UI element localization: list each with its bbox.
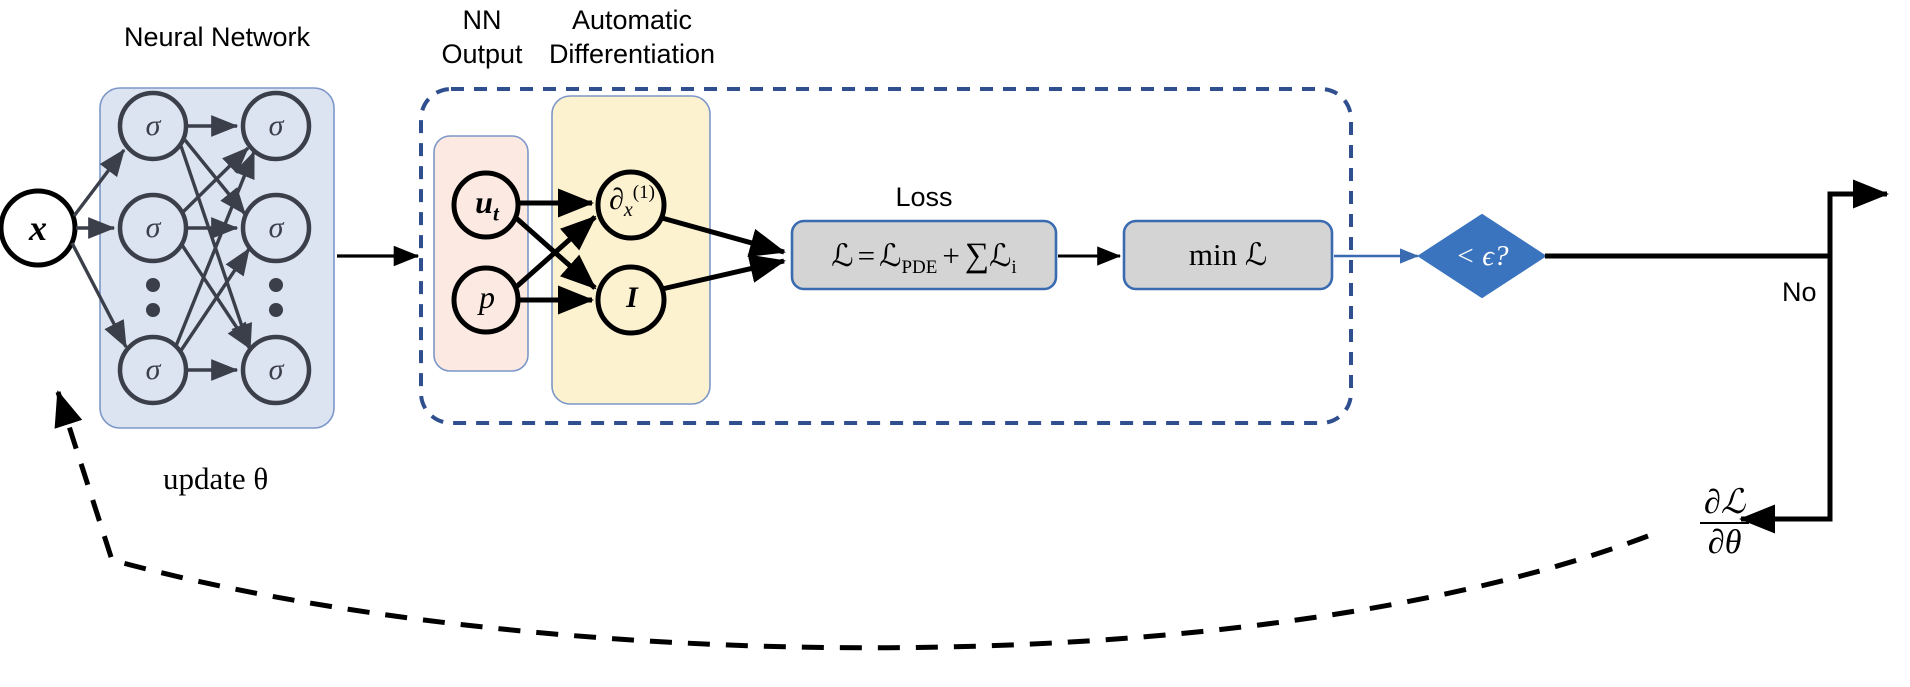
edge-x-to-l1n3 bbox=[70, 242, 128, 349]
loss-lhs: ℒ bbox=[831, 238, 854, 273]
update-theta-label: update θ bbox=[163, 461, 269, 496]
loss-equals: = bbox=[857, 238, 876, 273]
heading-automatic-differentiation-line1: Automatic bbox=[571, 5, 693, 35]
nn-layer2-node2 bbox=[240, 192, 312, 264]
loss-li-base: ℒ bbox=[989, 238, 1012, 273]
edge-identity-to-loss bbox=[661, 254, 786, 292]
nn-layer2-ellipsis-dot-1 bbox=[269, 278, 283, 292]
nn-layer1-ellipsis-dot-2 bbox=[146, 303, 160, 317]
minimize-box bbox=[1122, 219, 1334, 291]
ad-node-dx1-label: ∂x(1) bbox=[600, 182, 664, 223]
nn-layer2-ellipsis-dot-2 bbox=[269, 303, 283, 317]
loss-sum-symbol: ∑ bbox=[964, 237, 990, 274]
automatic-differentiation-panel bbox=[551, 95, 711, 405]
gradient-denominator: ∂θ bbox=[1707, 523, 1742, 561]
loss-li-subscript: i bbox=[1011, 257, 1017, 279]
p-base: p bbox=[479, 279, 495, 315]
loss-pde-base: ℒ bbox=[879, 238, 902, 273]
arrow-decision-yes-out bbox=[1545, 179, 1889, 259]
heading-neural-network: Neural Network bbox=[123, 22, 311, 52]
identity-base: I bbox=[626, 281, 638, 314]
heading-nn-output-line2: Output bbox=[441, 39, 523, 69]
loss-box bbox=[790, 219, 1058, 291]
partial-base: ∂ bbox=[609, 183, 624, 216]
edge-l1n3-to-l2n1 bbox=[174, 150, 256, 347]
heading-nn-output-line1: NN bbox=[462, 5, 502, 35]
ad-node-dx1 bbox=[595, 169, 667, 241]
edge-dx1-to-loss bbox=[661, 215, 786, 257]
nn-layer1-node3 bbox=[117, 334, 189, 406]
edge-l1n3-to-l2n2 bbox=[178, 247, 251, 353]
loss-plus: + bbox=[942, 238, 960, 273]
heading-loss: Loss bbox=[895, 182, 953, 212]
decision-no-label: No bbox=[1782, 277, 1817, 307]
ad-node-identity bbox=[595, 264, 667, 336]
nn-layer1-node1 bbox=[117, 90, 189, 162]
nn-output-node-p bbox=[451, 265, 521, 335]
nn-layer1-ellipsis-dot-1 bbox=[146, 278, 160, 292]
feedback-dashed-curve bbox=[54, 390, 1649, 651]
input-node-x bbox=[0, 188, 78, 268]
edge-x-to-l1n1 bbox=[72, 148, 126, 218]
decision-diamond bbox=[1417, 213, 1547, 299]
gradient-fraction: ∂ℒ ∂θ bbox=[1700, 484, 1750, 561]
ut-base: u bbox=[475, 184, 493, 220]
nn-layer2-node1 bbox=[240, 90, 312, 162]
nn-output-node-ut-label: ut bbox=[456, 184, 518, 226]
ut-subscript: t bbox=[492, 201, 499, 226]
nn-layer1-node2 bbox=[117, 192, 189, 264]
nn-output-node-ut bbox=[451, 170, 521, 240]
edge-p-to-dx1 bbox=[513, 215, 597, 290]
loss-pde-subscript: PDE bbox=[901, 257, 938, 279]
heading-automatic-differentiation-line2: Differentiation bbox=[548, 39, 716, 69]
nn-layer2-node3 bbox=[240, 334, 312, 406]
fraction-bar bbox=[1700, 521, 1750, 524]
loss-formula: ℒ=ℒPDE+∑ℒi bbox=[792, 236, 1056, 280]
nn-output-node-p-label: p bbox=[456, 279, 518, 317]
ad-node-identity-label: I bbox=[600, 280, 664, 315]
gradient-numerator: ∂ℒ bbox=[1704, 484, 1746, 521]
partial-superscript: (1) bbox=[632, 182, 655, 203]
arrow-decision-no-down bbox=[1739, 256, 1833, 534]
partial-subscript: x bbox=[623, 199, 633, 221]
